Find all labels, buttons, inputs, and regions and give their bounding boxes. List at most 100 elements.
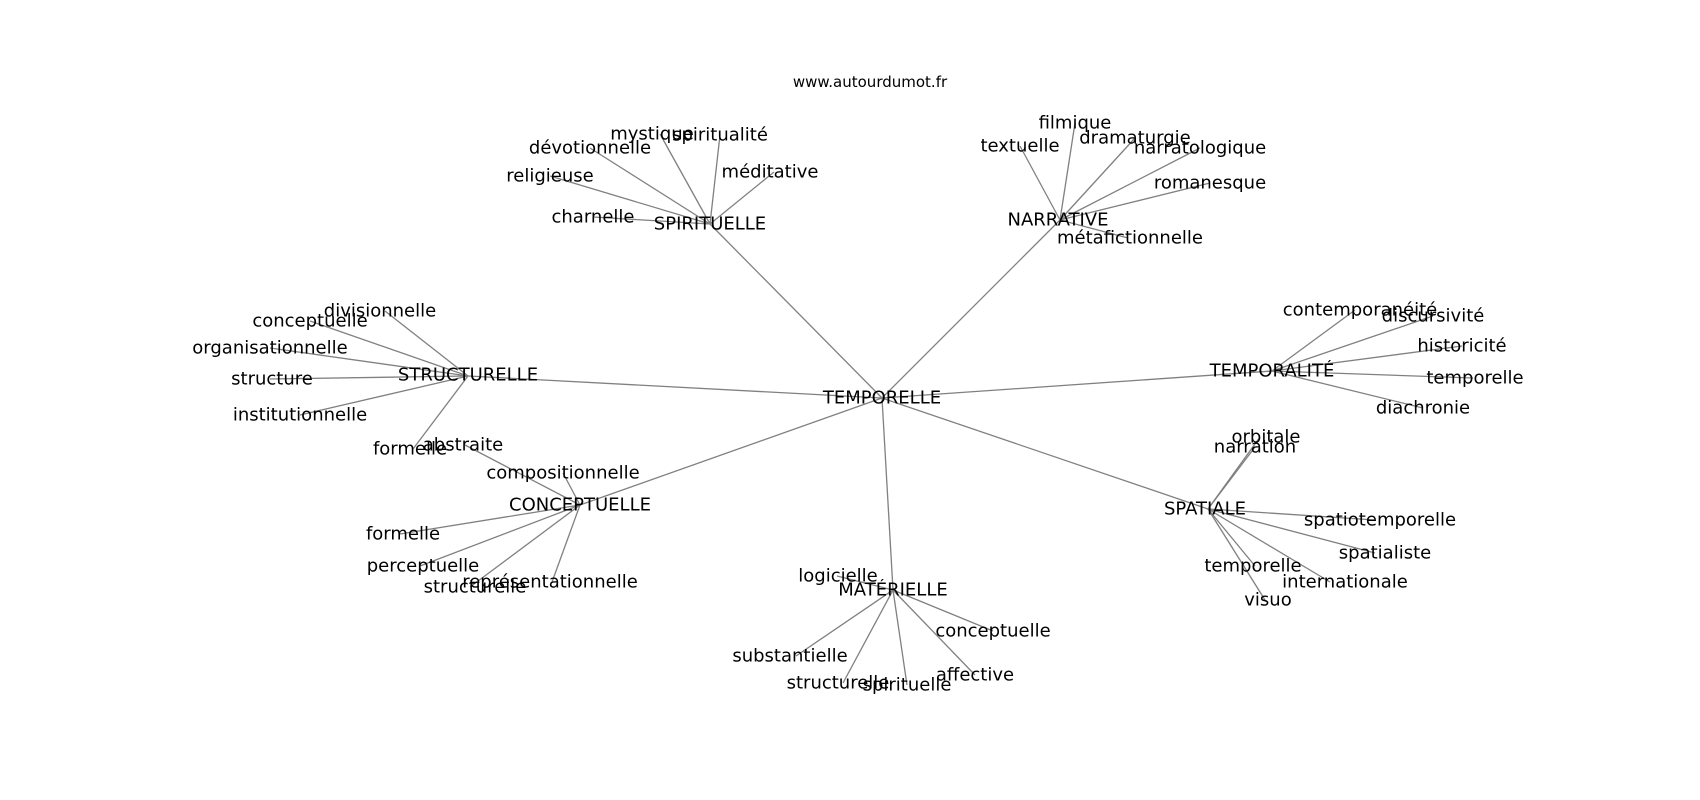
leaf-node-narrative-0: filmique — [1039, 113, 1112, 134]
leaf-node-structurelle-0: divisionnelle — [324, 301, 436, 322]
edge-narrative-leaf-0 — [1059, 122, 1076, 221]
leaf-node-spatiale-3: spatialiste — [1339, 543, 1431, 564]
leaf-node-spirituelle-3: méditative — [722, 162, 819, 183]
edge-conceptuelle-leaf-5 — [551, 504, 581, 583]
edge-spatiale-leaf-1 — [1207, 446, 1256, 510]
edge-structurelle-leaf-1 — [309, 320, 469, 377]
leaf-node-conceptuelle-0: abstraite — [423, 435, 503, 456]
leaf-node-structurelle-2: organisationnelle — [192, 338, 347, 359]
edge-structurelle-leaf-2 — [269, 347, 469, 377]
edge-spatiale-leaf-3 — [1207, 508, 1376, 554]
leaf-node-temporalite-4: diachronie — [1376, 398, 1470, 419]
leaf-node-spirituelle-5: charnelle — [552, 207, 635, 228]
leaf-node-narrative-2: dramaturgie — [1079, 128, 1190, 149]
hub-node-spatiale: SPATIALE — [1164, 499, 1246, 520]
edge-spirituelle-leaf-5 — [592, 216, 711, 225]
leaf-node-spatiale-2: spatiotemporelle — [1304, 510, 1456, 531]
leaf-node-structurelle-3: structure — [231, 369, 313, 390]
edge-root-materielle — [881, 397, 894, 591]
hub-node-materielle: MATÉRIELLE — [838, 579, 947, 601]
leaf-node-materielle-4: structurelle — [787, 673, 890, 694]
hub-node-structurelle: STRUCTURELLE — [398, 365, 538, 386]
leaf-node-spirituelle-0: mystique — [610, 124, 694, 145]
leaf-node-conceptuelle-4: structurelle — [424, 577, 527, 598]
edge-root-structurelle — [467, 375, 883, 399]
edge-temporalite-leaf-1 — [1271, 315, 1434, 372]
edge-materielle-leaf-5 — [892, 589, 908, 686]
edge-materielle-leaf-3 — [892, 589, 976, 676]
leaf-node-materielle-2: substantielle — [732, 646, 847, 667]
edge-temporalite-leaf-3 — [1271, 370, 1474, 379]
edge-root-spatiale — [881, 397, 1209, 510]
watermark: www.autourdumot.fr — [793, 73, 948, 91]
leaf-node-structurelle-1: conceptuelle — [252, 311, 367, 332]
edge-narrative-leaf-4 — [1059, 182, 1211, 221]
leaf-node-spirituelle-1: spiritualité — [672, 125, 768, 146]
edge-structurelle-leaf-0 — [384, 310, 469, 377]
edge-root-temporalite — [881, 370, 1273, 399]
edge-spatiale-leaf-5 — [1207, 508, 1331, 583]
leaf-node-narrative-4: romanesque — [1154, 173, 1266, 194]
leaf-node-spirituelle-2: dévotionnelle — [529, 138, 651, 159]
hub-node-conceptuelle: CONCEPTUELLE — [509, 495, 651, 516]
graph-labels: www.autourdumot.fr TEMPORELLE SPIRITUELLE… — [192, 73, 1523, 696]
edge-temporalite-leaf-4 — [1271, 370, 1424, 409]
edge-structurelle-leaf-4 — [299, 375, 469, 416]
edge-spirituelle-leaf-2 — [589, 147, 711, 225]
edge-structurelle-leaf-3 — [269, 375, 469, 380]
leaf-node-narrative-3: narratologique — [1134, 138, 1266, 159]
leaf-node-temporalite-3: temporelle — [1426, 368, 1523, 389]
edge-conceptuelle-leaf-4 — [469, 504, 581, 588]
edge-temporalite-leaf-2 — [1271, 345, 1463, 372]
leaf-node-spatiale-6: visuo — [1244, 590, 1291, 611]
leaf-node-materielle-0: logicielle — [798, 566, 878, 587]
leaf-node-narrative-1: textuelle — [980, 136, 1059, 157]
edge-narrative-leaf-2 — [1059, 137, 1136, 221]
root-node: TEMPORELLE — [822, 388, 941, 409]
leaf-node-temporalite-0: contemporanéité — [1283, 300, 1437, 321]
edge-materielle-leaf-2 — [795, 589, 894, 657]
leaf-node-conceptuelle-5: représentationnelle — [462, 572, 638, 593]
leaf-node-conceptuelle-1: compositionnelle — [486, 463, 639, 484]
edge-narrative-leaf-3 — [1059, 147, 1201, 221]
leaf-node-structurelle-4: institutionnelle — [233, 405, 367, 426]
edge-spirituelle-leaf-4 — [549, 175, 711, 225]
leaf-node-materielle-1: conceptuelle — [935, 621, 1050, 642]
leaf-node-narrative-5: métafictionnelle — [1057, 228, 1203, 249]
edge-temporalite-leaf-0 — [1271, 309, 1356, 372]
leaf-node-conceptuelle-3: perceptuelle — [367, 556, 480, 577]
edge-narrative-leaf-1 — [1019, 145, 1061, 221]
edge-root-spirituelle — [709, 223, 883, 399]
edge-conceptuelle-leaf-3 — [419, 504, 581, 567]
leaf-node-conceptuelle-2: formelle — [366, 524, 440, 545]
hub-node-spirituelle: SPIRITUELLE — [654, 214, 766, 235]
leaf-node-spatiale-0: orbitale — [1231, 427, 1300, 448]
edge-spatiale-leaf-2 — [1207, 508, 1376, 521]
leaf-node-temporalite-2: historicité — [1417, 336, 1506, 357]
leaf-node-spatiale-5: internationale — [1282, 572, 1408, 593]
leaf-node-structurelle-5: formelle — [373, 439, 447, 460]
edge-materielle-leaf-0 — [836, 575, 894, 591]
edge-spirituelle-leaf-3 — [709, 171, 775, 225]
edge-conceptuelle-leaf-0 — [464, 444, 581, 506]
edge-materielle-leaf-4 — [842, 589, 894, 684]
edge-root-conceptuelle — [579, 397, 883, 506]
leaf-node-materielle-5: spirituelle — [863, 675, 952, 696]
leaf-node-materielle-3: affective — [936, 665, 1014, 686]
edge-materielle-leaf-1 — [892, 589, 994, 632]
edge-narrative-leaf-5 — [1059, 219, 1129, 239]
edge-spirituelle-leaf-0 — [659, 133, 711, 225]
edge-structurelle-leaf-5 — [412, 375, 469, 450]
edge-spatiale-leaf-4 — [1207, 508, 1256, 567]
edge-conceptuelle-leaf-1 — [562, 472, 581, 506]
leaf-node-spatiale-4: temporelle — [1204, 556, 1301, 577]
leaf-node-spatiale-1: narration — [1214, 437, 1296, 458]
hub-node-temporalite: TEMPORALITÉ — [1209, 360, 1335, 382]
hub-node-narrative: NARRATIVE — [1008, 210, 1109, 231]
edge-conceptuelle-leaf-2 — [399, 504, 581, 535]
leaf-node-spirituelle-4: religieuse — [506, 166, 593, 187]
edge-spirituelle-leaf-1 — [709, 134, 721, 225]
graph-edges — [269, 122, 1474, 686]
leaf-node-temporalite-1: discursivité — [1382, 306, 1485, 327]
